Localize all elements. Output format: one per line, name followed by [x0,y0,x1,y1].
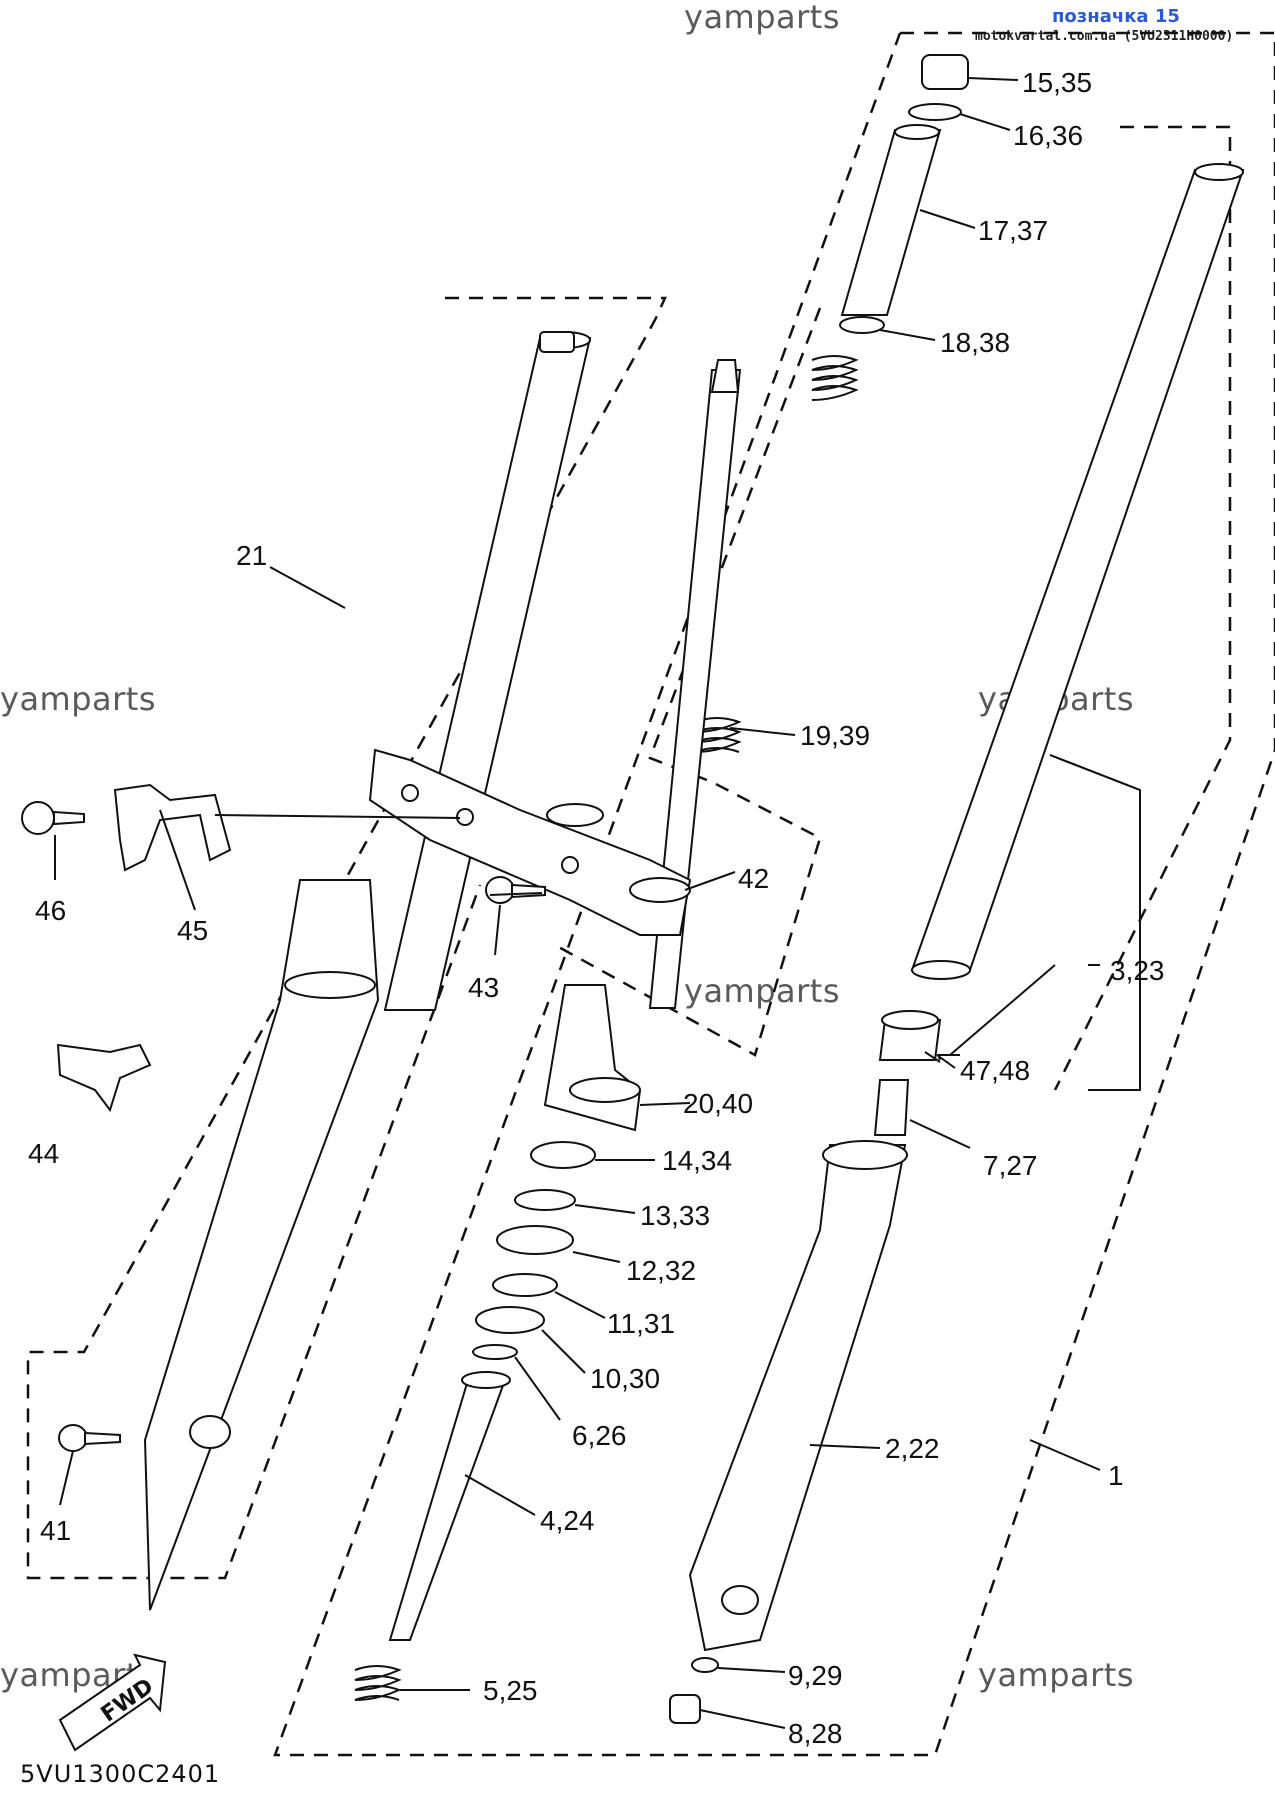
oil-lock [873,1079,910,1136]
watermark: yamparts [684,972,841,1010]
callout-2-22: 2,22 [885,1433,940,1464]
damper-kit-border [554,307,822,1057]
callout-9-29: 9,29 [788,1660,843,1691]
slide-metal [475,1306,545,1334]
washer-9 [691,1657,719,1673]
leader-lines [54,77,1141,1729]
callout-8-28: 8,28 [788,1718,843,1749]
callout-17-37: 17,37 [978,215,1048,246]
callout-47-48: 47,48 [960,1055,1030,1086]
inner-tube-right [910,169,1245,971]
callout-6-26: 6,26 [572,1420,627,1451]
callout-18-38: 18,38 [940,327,1010,358]
left-assembly-border [26,296,667,1580]
header-tag: позначка 15 [1052,6,1180,27]
callout-46: 46 [35,895,66,926]
callout-45: 45 [177,915,208,946]
fwd-arrow: FWD [58,1653,167,1752]
damper-rod-tip [710,359,740,393]
spring-upper [811,355,859,401]
callout-4-24: 4,24 [540,1505,595,1536]
outer-tube-right [688,1144,907,1652]
callout-5-25: 5,25 [483,1675,538,1706]
inner-tube-kit-border [1053,125,1232,1091]
callout-1: 1 [1108,1460,1124,1491]
spacer-tube [840,129,942,316]
spring-bottom [354,1665,402,1701]
outer-kit-border [273,31,1275,1757]
bolt-8 [669,1694,701,1724]
callout-15-35: 15,35 [1022,67,1092,98]
oil-seal [530,1141,596,1169]
callout-13-33: 13,33 [640,1200,710,1231]
cap-bolt-left [539,331,575,353]
watermark: yamparts [978,1656,1135,1694]
bolt-41 [58,1424,88,1452]
bolt-43 [485,876,515,904]
washer-small [492,1273,558,1297]
clip [514,1189,576,1211]
callout-11-31: 11,31 [607,1308,675,1339]
callout-3-23: 3,23 [1110,955,1165,986]
callout-12-32: 12,32 [626,1255,696,1286]
guide-bushing [543,984,642,1132]
callout-19-39: 19,39 [800,720,870,751]
dashed-group-borders [26,31,1275,1757]
drawing-code: 5VU1300C2401 [20,1760,221,1788]
callout-10-30: 10,30 [590,1363,660,1394]
callout-labels: 15,35 16,36 17,37 18,38 19,39 21 42 43 4… [28,67,1165,1749]
washer [839,316,885,334]
cylinder-comp [388,1379,507,1641]
watermark: yamparts [0,680,157,718]
clamp-45 [113,783,232,872]
callout-41: 41 [40,1515,71,1546]
callout-14-34: 14,34 [662,1145,732,1176]
callout-7-27: 7,27 [983,1150,1038,1181]
callout-16-36: 16,36 [1013,120,1083,151]
part-shapes [21,54,1245,1724]
dust-seal [496,1225,574,1255]
o-ring [908,103,962,121]
callout-42: 42 [738,863,769,894]
callout-20-40: 20,40 [683,1088,753,1119]
piston-ring [472,1344,518,1360]
callout-44: 44 [28,1138,59,1169]
clamp-44 [56,1043,152,1113]
fork-cap [921,54,969,90]
callout-43: 43 [468,972,499,1003]
inner-tube-left [383,337,592,1011]
bolt-46 [21,801,55,835]
under-bracket [368,748,692,936]
callout-21: 21 [236,540,267,571]
watermark: yamparts [684,0,841,36]
